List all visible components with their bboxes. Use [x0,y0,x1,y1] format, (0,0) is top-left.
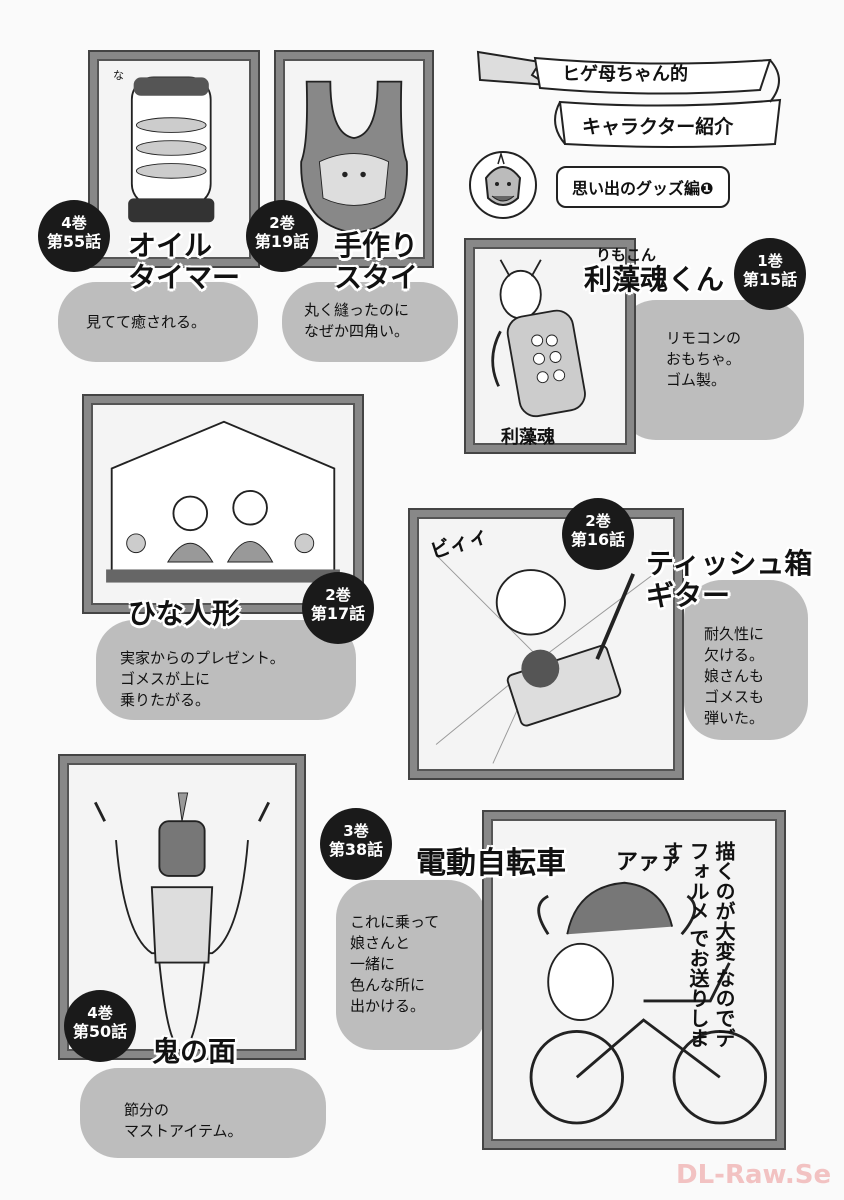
oil-timer-icon [128,76,215,223]
header-line1: ヒゲ母ちゃん的 [562,64,688,85]
bike-sfx: アァァ [616,850,683,875]
desc-bubble [80,1068,326,1158]
item-title: 利藻魂くん [584,263,725,296]
volume-badge: 3巻 第38話 [320,808,392,880]
item-title: 鬼の面 [152,1035,237,1068]
item-description: 丸く縫ったのに なぜか四角い。 [304,301,410,340]
ebike-icon [529,881,767,1125]
picture-frame [276,52,432,266]
badge-volume: 2巻 [325,586,351,604]
item-description: 実家からのプレゼント。 ゴメスが上に 乗りたがる。 [120,649,285,709]
item-description: 耐久性に 欠ける。 娘さんも ゴメスも 弾いた。 [704,625,765,727]
item-title: ティッシュ箱 ギター [646,547,813,612]
badge-volume: 3巻 [343,822,369,840]
header-line2: キャラクター紹介 [582,116,734,138]
volume-badge: 2巻 第17話 [302,572,374,644]
title-ruby: りもこん [596,246,657,264]
badge-volume: 4巻 [87,1004,113,1022]
watermark: DL-Raw.Se [676,1160,832,1190]
volume-badge: 4巻 第50話 [64,990,136,1062]
item-description: リモコンの おもちゃ。 ゴム製。 [666,329,742,389]
badge-volume: 2巻 [585,512,611,530]
item-description: 見てて癒される。 [86,313,207,331]
desc-bubble [684,580,808,740]
badge-volume: 1巻 [757,252,783,270]
desc-bubble [58,282,258,362]
subtitle-label: 思い出のグッズ編❶ [556,166,730,208]
scroll-banner-icon [476,50,782,148]
badge-episode: 第38話 [328,840,384,859]
mother-avatar-icon [469,151,537,219]
badge-episode: 第19話 [254,232,310,251]
oni-mask-figure-icon [94,792,270,1039]
badge-volume: 2巻 [269,214,295,232]
remote-robot-icon [491,259,586,418]
volume-badge: 4巻 第55話 [38,200,110,272]
picture-frame: 利藻魂 [466,240,634,452]
bike-note: 描くのが大変 なのでデフォルメ でお送りします [660,841,736,1048]
picture-frame: 描くのが大変 なのでデフォルメ でお送りします [484,812,784,1148]
hina-doll-case-icon [106,420,340,583]
desc-bubble [282,282,458,362]
tissue-guitar-icon [435,554,655,764]
item-title: 手作り スタイ [334,229,419,294]
picture-frame [84,396,362,612]
item-title: 電動自転車 [416,846,566,881]
volume-badge: 2巻 第19話 [246,200,318,272]
volume-badge: 1巻 第15話 [734,238,806,310]
volume-badge: 2巻 第16話 [562,498,634,570]
badge-volume: 4巻 [61,214,87,232]
remote-label: 利藻魂 [501,427,555,448]
desc-bubble [618,300,804,440]
bib-icon [300,80,408,234]
item-description: 節分の マストアイテム。 [124,1101,243,1140]
oil-sfx: な [113,69,124,82]
badge-episode: 第16話 [570,530,626,549]
desc-bubble [336,880,486,1050]
desc-bubble [96,620,356,720]
picture-frame: な [90,52,258,266]
badge-episode: 第50話 [72,1022,128,1041]
item-title: オイル タイマー [128,229,241,294]
item-description: これに乗って 娘さんと 一緒に 色んな所に 出かける。 [350,913,440,1015]
badge-episode: 第17話 [310,604,366,623]
picture-frame: ビィィ [410,510,682,778]
item-title: ひな人形 [128,597,241,630]
badge-episode: 第15話 [742,270,798,289]
badge-episode: 第55話 [46,232,102,251]
